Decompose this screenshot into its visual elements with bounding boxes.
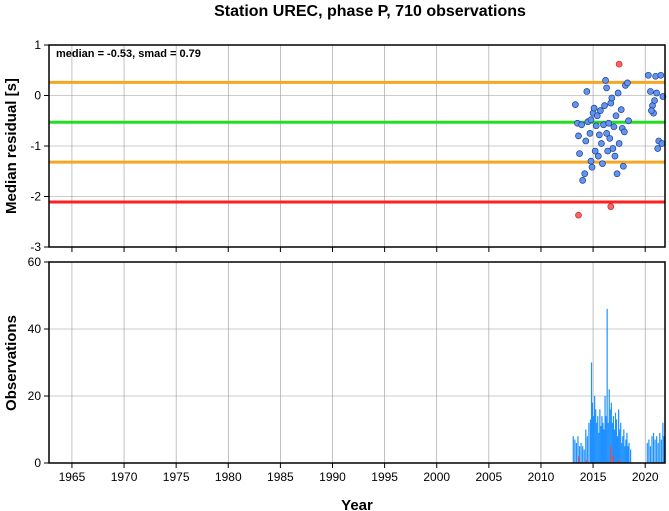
top-y-axis-label: Median residual [s] [3,78,20,214]
residual-point [599,160,606,168]
residual-point [653,89,661,97]
bottom-x-tick-label: 2000 [423,470,450,484]
residual-point [651,97,658,104]
residual-point [597,107,604,115]
residual-point [608,94,616,102]
residual-point [619,162,627,170]
bottom-x-tick-label: 2005 [475,470,502,484]
outlier-point [607,203,615,210]
residual-point [606,135,614,142]
residual-point [575,132,582,140]
residual-point [579,176,587,184]
residual-point [603,84,610,92]
residual-point [654,145,662,152]
x-axis-label: Year [341,497,373,511]
residual-point [613,170,621,178]
residual-point [582,137,590,145]
residual-point [658,140,666,147]
residual-point [576,150,583,157]
median-annotation: median = -0.53, smad = 0.79 [56,48,201,60]
bottom-y-tick-label: 60 [28,255,42,269]
observations-panel: 0 20 40 60 1965 1970 1975 1980 1985 1990 1995 2000 2… [28,255,666,484]
bottom-x-tick-label: 1995 [371,470,398,484]
top-plot-frame [48,44,666,248]
bottom-x-tick-label: 1970 [111,470,138,484]
residual-point [624,79,631,87]
bottom-x-tick-label: 1985 [267,470,294,484]
residual-point [647,88,654,95]
top-y-tick-label: 1 [34,38,41,52]
residual-point [609,145,617,152]
residual-panel: -3 -2 -1 0 1 [30,38,667,254]
bottom-x-tick-label: 1990 [319,470,346,484]
residual-point [603,130,610,137]
bottom-x-tick-label: 1980 [215,470,242,484]
bottom-plot-frame [48,261,666,464]
top-y-tick-label: -3 [30,240,41,254]
bottom-x-tick-label: 1975 [163,470,190,484]
residual-point [592,122,600,130]
top-y-tick-label: 0 [34,89,41,103]
bottom-x-tick-label: 1965 [59,470,86,484]
bottom-x-tick-label: 2010 [528,470,555,484]
residual-point [617,106,625,113]
residual-point [588,163,596,171]
residual-point [625,117,632,125]
residual-point [595,131,603,139]
outlier-point [575,211,582,219]
residual-point [644,71,652,79]
residual-point [604,147,612,155]
chart-title: Station UREC, phase P, 710 observations [214,3,526,20]
bottom-y-axis-label: Observations [3,315,20,411]
residual-point [594,152,602,160]
bottom-x-tick-label: 2020 [632,470,659,484]
residual-point [601,102,608,109]
outlier-point [615,60,623,68]
residual-point [621,128,628,136]
residual-point [583,88,591,95]
bottom-y-tick-label: 20 [28,389,42,403]
residual-point [657,71,665,79]
residual-point [587,157,595,165]
residual-point [598,140,605,147]
bottom-y-tick-label: 0 [34,456,41,470]
residual-point [611,152,619,160]
top-y-tick-label: -1 [30,139,41,153]
residual-point [605,119,613,127]
bottom-x-tick-label: 2015 [580,470,607,484]
residual-point [612,112,620,120]
residual-point [593,112,601,120]
residual-point [587,116,595,124]
residual-point [572,101,579,108]
bottom-y-tick-label: 40 [28,322,42,336]
residual-point [590,104,598,112]
residual-point [581,170,589,178]
residual-point [648,107,655,115]
residual-point [614,89,622,97]
residual-point [602,76,609,84]
residual-point [586,130,594,137]
residual-point [610,123,618,131]
residual-point [615,140,623,147]
residual-point [578,121,585,129]
residual-point [591,147,599,155]
top-y-tick-label: -2 [30,190,41,204]
